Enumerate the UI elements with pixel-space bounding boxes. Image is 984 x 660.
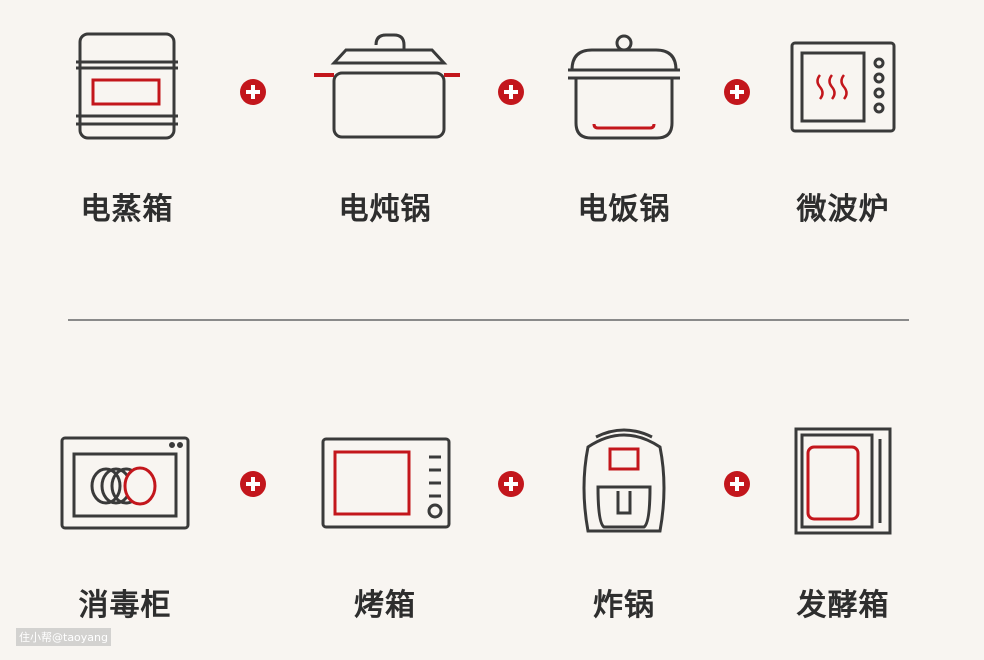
watermark: 住小帮@taoyang xyxy=(16,628,111,646)
plus-icon xyxy=(240,471,266,497)
oven-icon xyxy=(321,437,451,529)
steamer-icon xyxy=(76,32,180,140)
microwave-icon xyxy=(790,41,896,133)
proofing-box-icon xyxy=(794,427,892,535)
plus-icon xyxy=(498,471,524,497)
stew-pot-icon xyxy=(314,33,460,139)
rice-cooker-icon xyxy=(566,34,682,140)
plus-icon xyxy=(498,79,524,105)
label-oven: 烤箱 xyxy=(354,588,416,623)
air-fryer-icon xyxy=(578,425,670,537)
divider xyxy=(68,319,909,321)
label-rice-cooker: 电饭锅 xyxy=(577,192,671,227)
label-proofing-box: 发酵箱 xyxy=(796,588,890,623)
plus-icon xyxy=(724,471,750,497)
label-stew-pot: 电炖锅 xyxy=(338,192,432,227)
label-air-fryer: 炸锅 xyxy=(593,588,655,623)
sterilizer-cabinet-icon xyxy=(60,436,190,530)
label-sterilizer-cabinet: 消毒柜 xyxy=(78,588,172,623)
plus-icon xyxy=(240,79,266,105)
plus-icon xyxy=(724,79,750,105)
label-microwave: 微波炉 xyxy=(796,192,890,227)
label-steamer: 电蒸箱 xyxy=(80,192,174,227)
